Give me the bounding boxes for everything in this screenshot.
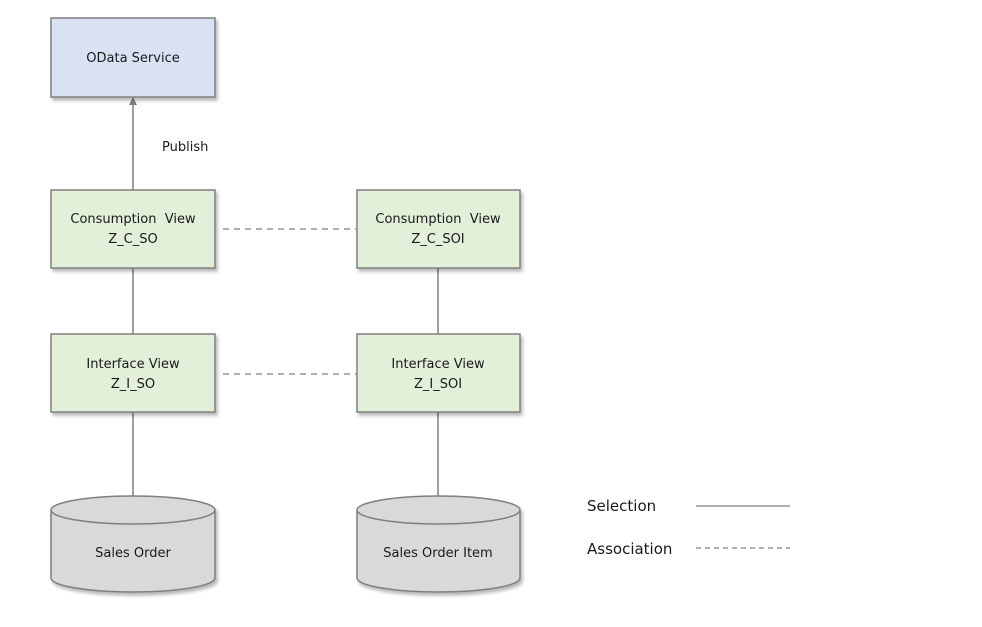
sales-order-database-body	[50, 510, 216, 593]
odata-service-node: OData Service	[50, 17, 216, 98]
consumption-view-soi-box	[356, 189, 521, 269]
sales-order-database-top	[50, 495, 216, 525]
odata-service-box	[50, 17, 216, 98]
consumption-view-so-box	[50, 189, 216, 269]
legend-association-label: Association	[587, 540, 672, 558]
publish-label: Publish	[162, 140, 208, 155]
consumption-view-soi-name: Z_C_SOI	[411, 232, 464, 247]
interface-view-soi-box	[356, 333, 521, 413]
consumption-view-so-node: Consumption View Z_C_SO	[50, 189, 216, 269]
sales-order-database-label: Sales Order	[95, 546, 171, 561]
interface-view-soi-node: Interface View Z_I_SOI	[356, 333, 521, 413]
legend: Selection Association	[587, 497, 790, 558]
interface-view-soi-name: Z_I_SOI	[414, 377, 462, 392]
interface-view-so-title: Interface View	[86, 357, 180, 372]
edges: Publish	[129, 97, 439, 496]
sales-order-item-database-body	[356, 510, 521, 593]
odata-service-label: OData Service	[86, 51, 179, 66]
consumption-view-soi-title: Consumption View	[375, 212, 501, 227]
interface-view-so-node: Interface View Z_I_SO	[50, 333, 216, 413]
interface-view-so-box	[50, 333, 216, 413]
consumption-view-so-title: Consumption View	[70, 212, 196, 227]
publish-arrowhead	[129, 97, 137, 105]
sales-order-database-node	[50, 495, 216, 593]
sales-order-item-database-top	[356, 495, 521, 525]
interface-view-so-name: Z_I_SO	[111, 377, 155, 392]
legend-selection-label: Selection	[587, 497, 656, 515]
consumption-view-soi-node: Consumption View Z_C_SOI	[356, 189, 521, 269]
consumption-view-so-name: Z_C_SO	[108, 232, 157, 247]
interface-view-soi-title: Interface View	[391, 357, 485, 372]
sales-order-item-database-node	[356, 495, 521, 593]
sales-order-item-database-label: Sales Order Item	[383, 546, 492, 561]
